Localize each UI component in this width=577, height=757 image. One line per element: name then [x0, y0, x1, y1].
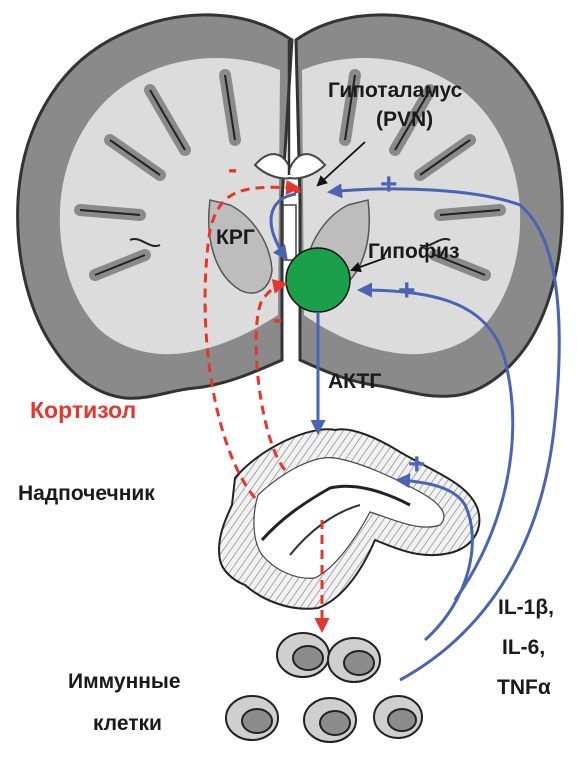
hypothalamus-label: Гипоталамус — [328, 79, 463, 102]
pituitary-circle — [286, 248, 350, 312]
plus-sign: + — [398, 274, 416, 307]
minus-sign: - — [228, 153, 237, 184]
cytokine-label-line3: TNFα — [497, 676, 551, 699]
cortisol-label: Кортизол — [30, 397, 136, 423]
immune-cell — [277, 633, 329, 677]
immune-cell — [328, 638, 380, 682]
pvn-label: (PVN) — [376, 108, 433, 131]
cytokine-label-line2: IL-6, — [502, 636, 545, 659]
immune-label-line1: Иммунные — [68, 670, 181, 693]
minus-sign: - — [293, 174, 302, 204]
plus-sign: + — [380, 168, 398, 201]
immune-cell — [304, 698, 356, 742]
immune-cell — [226, 696, 278, 740]
cytokine-label-line1: IL-1β, — [498, 596, 554, 619]
immune-cell — [374, 696, 422, 738]
crh-label: КРГ — [216, 226, 255, 249]
pituitary-label: Гипофиз — [368, 240, 460, 263]
acth-label: АКТГ — [328, 370, 381, 393]
adrenal-gland — [219, 429, 479, 609]
brain-section — [18, 15, 563, 398]
immune-cells — [226, 633, 422, 742]
immune-label-line2: клетки — [93, 712, 162, 735]
minus-sign: - — [273, 303, 282, 334]
plus-sign: + — [408, 448, 426, 481]
adrenal-label: Надпочечник — [18, 482, 155, 505]
